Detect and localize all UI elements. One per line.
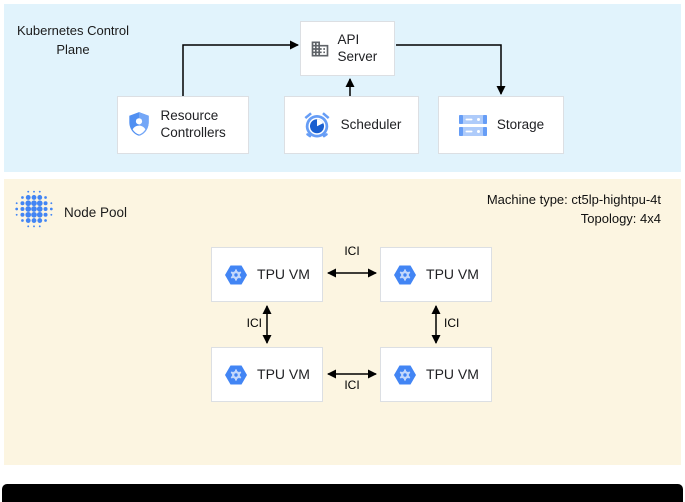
machine-type-line: Machine type: ct5lp-hightpu-4t [486,192,661,207]
scheduler-label: Scheduler [340,116,402,132]
tpu-vm-node-top-right: TPU VM [380,247,492,302]
shield-user-icon [128,112,149,136]
tpu-vm-node-bottom-right: TPU VM [380,347,492,402]
resource-controllers-node: Resource Controllers [117,96,249,154]
tpu-hexagon-icon [394,365,417,384]
ici-label-left: ICI [246,316,262,330]
node-pool-title: Node Pool [64,205,128,220]
ici-label-top: ICI [344,244,360,258]
tpu-vm-label: TPU VM [426,365,479,382]
resource-controllers-label: Resource Controllers [160,108,226,140]
tpu-vm-label: TPU VM [257,265,310,282]
disk-stack-icon [458,114,487,136]
node-pool-panel [4,179,681,465]
ici-label-bottom: ICI [344,378,360,392]
tpu-vm-node-bottom-left: TPU VM [211,347,323,402]
api-server-label: API Server [337,31,378,64]
tpu-hexagon-icon [225,265,248,284]
building-icon [311,41,328,56]
window-bottom-bar [2,484,683,502]
storage-label: Storage [496,116,545,132]
scheduler-node: Scheduler [284,96,419,154]
dot-grid-icon [15,190,53,228]
topology-line: Topology: 4x4 [580,210,661,226]
tpu-hexagon-icon [225,365,248,384]
storage-node: Storage [438,96,564,154]
tpu-vm-label: TPU VM [426,265,479,282]
control-plane-title: Kubernetes Control Plane [16,23,129,57]
api-server-node: API Server [300,21,395,76]
machine-info: Machine type: ct5lp-hightpu-4t Topology:… [487,191,661,229]
tpu-hexagon-icon [394,265,417,284]
ici-label-right: ICI [444,316,460,330]
alarm-clock-icon [304,112,330,138]
tpu-vm-label: TPU VM [257,365,310,382]
tpu-vm-node-top-left: TPU VM [211,247,323,302]
